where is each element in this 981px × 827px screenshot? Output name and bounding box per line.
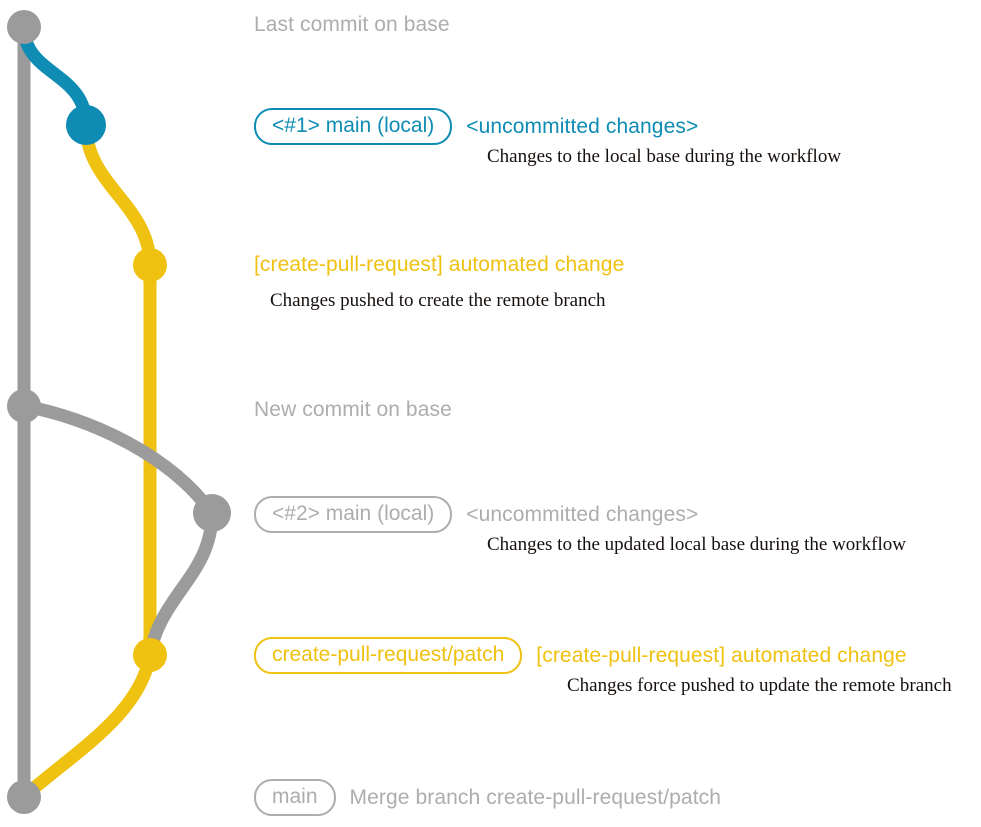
edge-local1-to-patch1 xyxy=(79,118,157,272)
commit-row-local-2: <#2> main (local) <uncommitted changes> xyxy=(254,496,698,533)
commit-subject: Last commit on base xyxy=(254,13,450,36)
commit-subject: New commit on base xyxy=(254,398,452,421)
commit-row-local-1: <#1> main (local) <uncommitted changes> xyxy=(254,108,698,145)
commit-row-last-commit-on-base: Last commit on base xyxy=(254,13,450,37)
commit-node-local-2[interactable] xyxy=(193,494,231,532)
commit-subject: <uncommitted changes> xyxy=(466,502,699,526)
commit-row-patch-created: [create-pull-request] automated change xyxy=(254,253,624,277)
commit-node-patch-created[interactable] xyxy=(133,248,167,282)
commit-subject: [create-pull-request] automated change xyxy=(254,253,625,276)
commit-note-patch-created: Changes pushed to create the remote bran… xyxy=(270,290,606,311)
commit-subject: [create-pull-request] automated change xyxy=(536,643,907,667)
commit-node-patch-updated[interactable] xyxy=(133,638,167,672)
ref-badge-create-pull-request-patch[interactable]: create-pull-request/patch xyxy=(254,637,523,674)
edge-patch2-to-merge xyxy=(17,648,157,804)
commit-subject: Merge branch create-pull-request/patch xyxy=(349,785,722,809)
ref-badge-main-local-1[interactable]: <#1> main (local) xyxy=(254,108,453,145)
commit-row-patch-updated: create-pull-request/patch [create-pull-r… xyxy=(254,637,907,674)
commit-node-last-commit-on-base[interactable] xyxy=(7,10,41,44)
edge-local2-to-patch2 xyxy=(143,506,219,662)
commit-node-local-1[interactable] xyxy=(66,105,106,145)
commit-note-local-1: Changes to the local base during the wor… xyxy=(487,146,842,167)
commit-row-merge: main Merge branch create-pull-request/pa… xyxy=(254,779,721,816)
commit-note-local-2: Changes to the updated local base during… xyxy=(487,534,906,555)
commit-node-merge[interactable] xyxy=(7,780,41,814)
ref-badge-main[interactable]: main xyxy=(254,779,336,816)
commit-note-patch-updated: Changes force pushed to update the remot… xyxy=(567,675,952,696)
commit-subject: <uncommitted changes> xyxy=(466,114,699,138)
ref-badge-main-local-2[interactable]: <#2> main (local) xyxy=(254,496,453,533)
commit-node-new-commit-on-base[interactable] xyxy=(7,389,41,423)
commit-row-new-commit-on-base: New commit on base xyxy=(254,398,452,422)
edge-base-to-local2 xyxy=(17,399,219,520)
